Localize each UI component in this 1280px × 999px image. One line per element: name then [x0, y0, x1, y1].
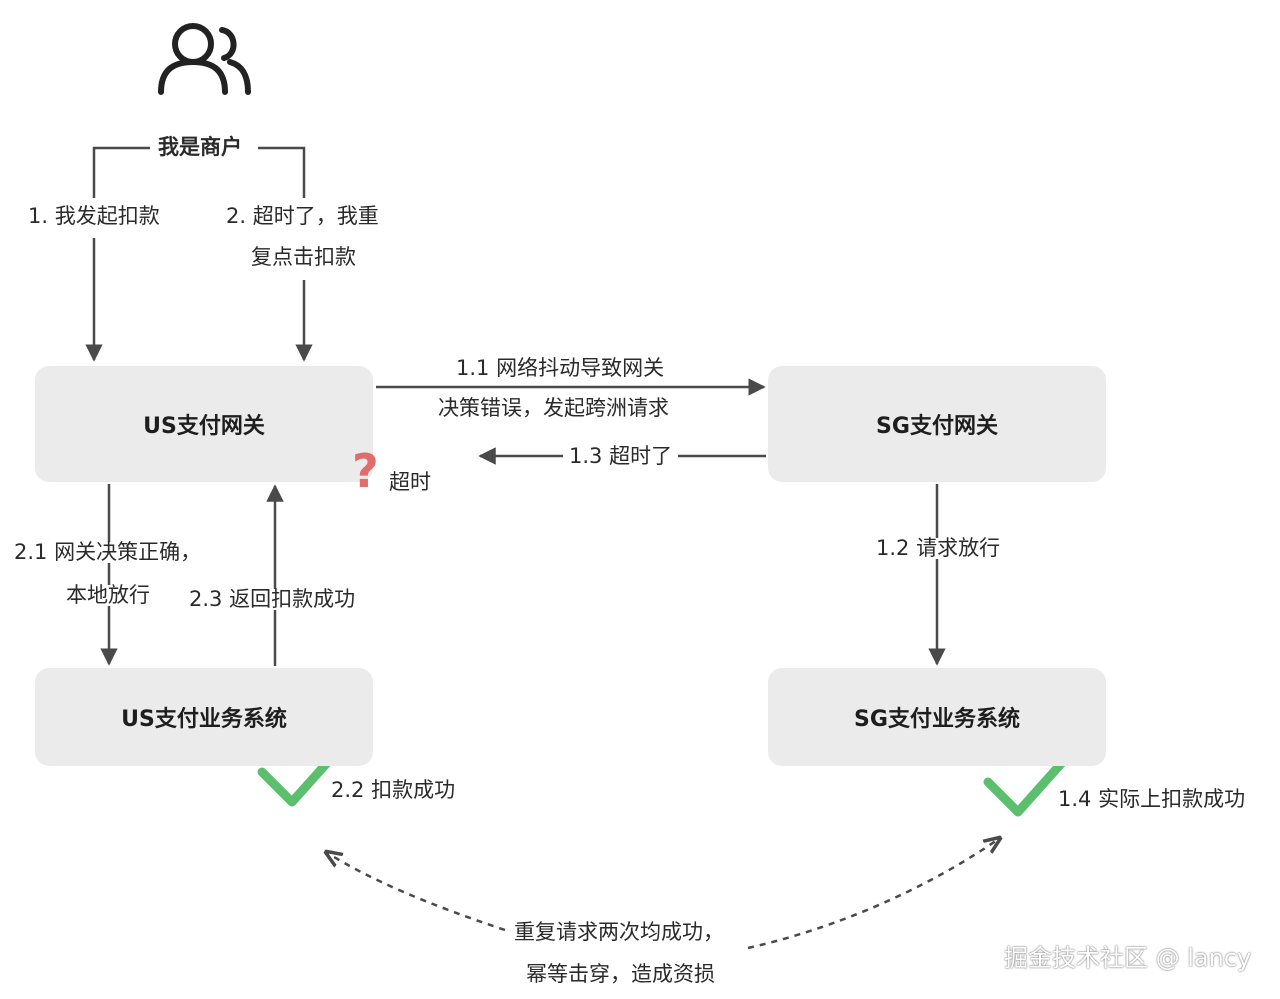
duplicate-arc-right — [747, 838, 1000, 950]
merchant-label: 我是商户 — [158, 135, 242, 159]
timeout-label: 超时 — [389, 470, 431, 494]
step2-label-line1: 2. 超时了，我重 — [220, 206, 385, 227]
step1-1-label-line1: 1.1 网络抖动导致网关 — [450, 358, 671, 379]
step2-1-label-line1: 2.1 网关决策正确， — [8, 542, 208, 563]
step2-2-label: 2.2 扣款成功 — [331, 778, 456, 802]
step2-3-label: 2.3 返回扣款成功 — [183, 589, 362, 610]
merchant-bracket — [92, 146, 306, 198]
question-mark-icon: ? — [352, 444, 379, 498]
sg-business-node: SG支付业务系统 — [768, 668, 1106, 766]
duplicate-label-line2: 幂等击穿，造成资损 — [526, 962, 715, 986]
step1-2-label: 1.2 请求放行 — [870, 538, 1007, 559]
duplicate-label-line1: 重复请求两次均成功， — [514, 920, 724, 944]
step1-1-label-line2: 决策错误，发起跨洲请求 — [432, 398, 675, 419]
us-business-node: US支付业务系统 — [35, 668, 373, 766]
watermark: 掘金技术社区 @ lancy — [1004, 944, 1252, 972]
sg-gateway-node: SG支付网关 — [768, 366, 1106, 482]
step1-3-label: 1.3 超时了 — [563, 446, 679, 467]
check-icon — [983, 751, 1073, 817]
step1-label: 1. 我发起扣款 — [22, 206, 166, 227]
step2-label-line2: 复点击扣款 — [245, 247, 362, 268]
users-icon — [158, 23, 251, 95]
duplicate-arc-left — [326, 852, 506, 932]
us-gateway-node: US支付网关 — [35, 366, 373, 482]
step1-4-label: 1.4 实际上扣款成功 — [1058, 787, 1246, 811]
step2-1-label-line2: 本地放行 — [60, 585, 156, 606]
